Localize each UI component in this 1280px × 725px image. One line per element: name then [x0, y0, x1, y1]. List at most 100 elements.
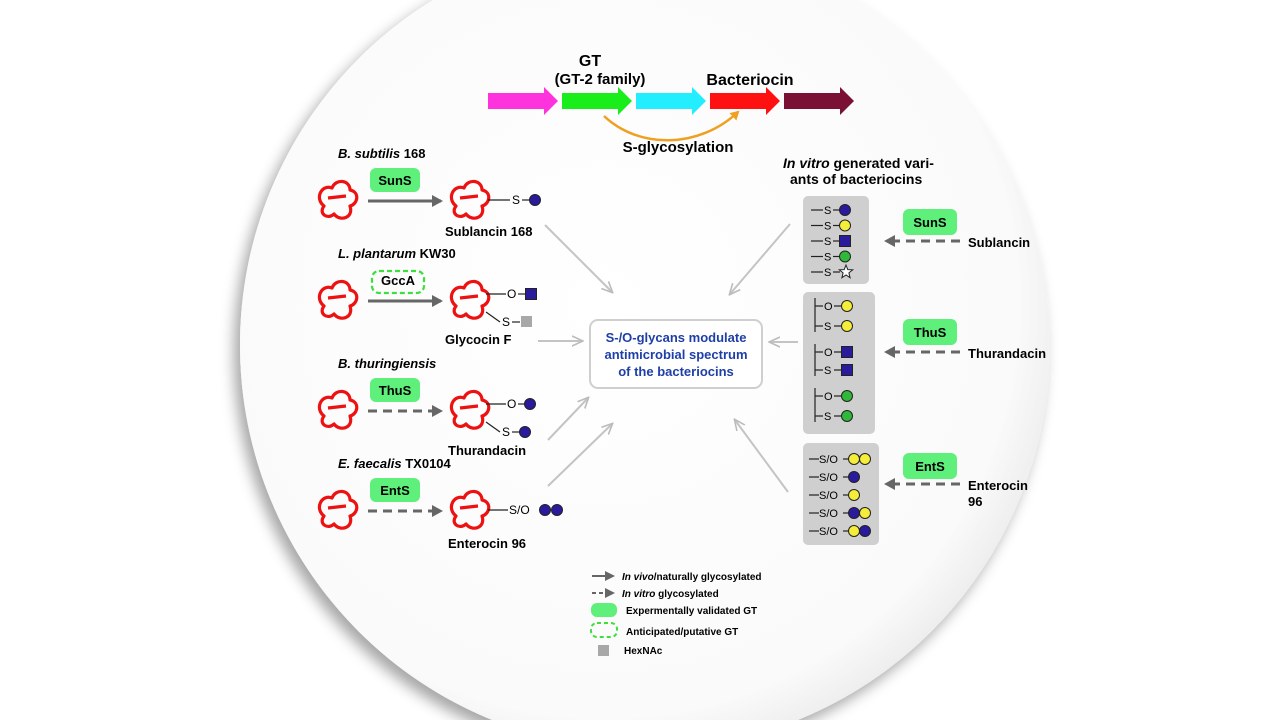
variants-title-line1: In vitro generated vari-: [783, 155, 934, 171]
variant-linkage: O: [824, 391, 833, 403]
variant-square: [841, 346, 853, 358]
linkage-so: S/O: [509, 503, 530, 517]
legend-putative-text: Anticipated/putative GT: [626, 627, 738, 638]
organism-name: L. plantarum KW30: [338, 246, 456, 261]
enzyme-box: [370, 168, 420, 192]
converging-arrows: [538, 223, 798, 493]
legend-invivo-rest: /naturally glycosylated: [654, 572, 762, 583]
variant-enzyme-label: EntS: [915, 459, 945, 474]
variant-enzyme-box: [903, 453, 957, 479]
glycan-circle: [519, 426, 531, 438]
variant-circle: [841, 320, 853, 332]
legend-putative-swatch: [590, 622, 618, 638]
variant-box: [803, 443, 879, 545]
enzyme-box-putative: [370, 269, 426, 295]
variant-linkage: O: [824, 301, 833, 313]
gene-arrow-4: [710, 87, 780, 115]
arrow-enterocin-to-center: [547, 424, 612, 487]
glycan-bond: [485, 311, 501, 323]
variant-enzyme-box: [903, 319, 957, 345]
gene-cluster-arrows: [488, 87, 854, 115]
variant-linkage: S: [824, 267, 831, 279]
variants-title-rest: generated vari-: [830, 155, 935, 171]
variant-product-label: Sublancin: [968, 235, 1030, 250]
organism-name: E. faecalis TX0104: [338, 456, 452, 471]
variant-enzyme-label: SunS: [913, 215, 947, 230]
variant-linkage: S/O: [819, 454, 838, 466]
product-label: Thurandacin: [448, 443, 526, 458]
variant-circle: [859, 507, 871, 519]
glycosylated-peptide: [449, 489, 491, 530]
center-text-line1: S-/O-glycans modulate: [606, 330, 747, 345]
enzyme-box: [370, 378, 420, 402]
center-text-line2: antimicrobial spectrum: [604, 347, 747, 362]
organism-strain: 168: [400, 146, 425, 161]
variant-product-label-line2: 96: [968, 494, 982, 509]
enzyme-label: EntS: [380, 483, 410, 498]
variant-circle: [841, 300, 853, 312]
enzyme-label: GccA: [381, 273, 416, 288]
variant-square: [841, 364, 853, 376]
legend-validated-swatch: [591, 603, 617, 617]
bacteriocin-label: Bacteriocin: [706, 72, 793, 89]
variant-circle: [859, 453, 871, 465]
gt-family-label: (GT-2 family): [555, 71, 646, 88]
variant-circle: [841, 410, 853, 422]
enzyme-box: [370, 478, 420, 502]
linkage-s: S: [502, 425, 510, 439]
variant-circle: [859, 525, 871, 537]
variant-linkage: S: [824, 236, 831, 248]
product-label: Sublancin 168: [445, 224, 532, 239]
variant-circle: [839, 250, 851, 263]
arrow-suns-variants-to-center: [730, 223, 791, 294]
organism-italic: B. thuringiensis: [338, 356, 436, 371]
legend-invivo-text: In vivo/naturally glycosylated: [622, 572, 762, 583]
glycosylated-peptide: [449, 389, 491, 430]
enzyme-label: ThuS: [379, 383, 412, 398]
glycan-circle: [524, 398, 536, 410]
organism-strain: KW30: [416, 246, 456, 261]
linkage-s: S: [512, 193, 520, 207]
variant-linkage: S: [824, 205, 831, 217]
variant-circle: [848, 489, 860, 501]
gene-arrow-3: [636, 87, 706, 115]
variant-linkage: S: [824, 321, 831, 333]
glycan-circle: [539, 504, 551, 516]
variant-linkage: S/O: [819, 508, 838, 520]
variant-box: [803, 196, 869, 284]
variant-linkage: S: [824, 221, 831, 233]
organism-name: B. thuringiensis: [338, 356, 436, 371]
variant-circle: [841, 390, 853, 402]
variant-linkage: S: [824, 252, 831, 264]
glycan-circle: [551, 504, 563, 516]
center-text-line3: of the bacteriocins: [618, 364, 734, 379]
legend-hexnac-text: HexNAc: [624, 646, 663, 657]
variants-title-line2: ants of bacteriocins: [790, 171, 922, 187]
gene-arrow-1: [488, 87, 558, 115]
gene-arrow-2: [562, 87, 632, 115]
variant-circle: [848, 525, 860, 537]
legend-invivo-italic: In vivo: [622, 572, 654, 583]
linkage-o: O: [507, 397, 516, 411]
center-summary-box: [589, 319, 763, 389]
product-label: Glycocin F: [445, 332, 512, 347]
variant-product-label: Thurandacin: [968, 346, 1046, 361]
product-label: Enterocin 96: [448, 536, 526, 551]
organism-italic: E. faecalis: [338, 456, 402, 471]
s-glycosylation-arrow: [603, 110, 740, 142]
enzyme-label: SunS: [378, 173, 412, 188]
variant-linkage: O: [824, 347, 833, 359]
glycan-circle: [529, 194, 541, 206]
legend-invitro-italic: In vitro: [622, 589, 655, 600]
precursor-peptide: [317, 179, 359, 220]
precursor-peptide: [317, 389, 359, 430]
